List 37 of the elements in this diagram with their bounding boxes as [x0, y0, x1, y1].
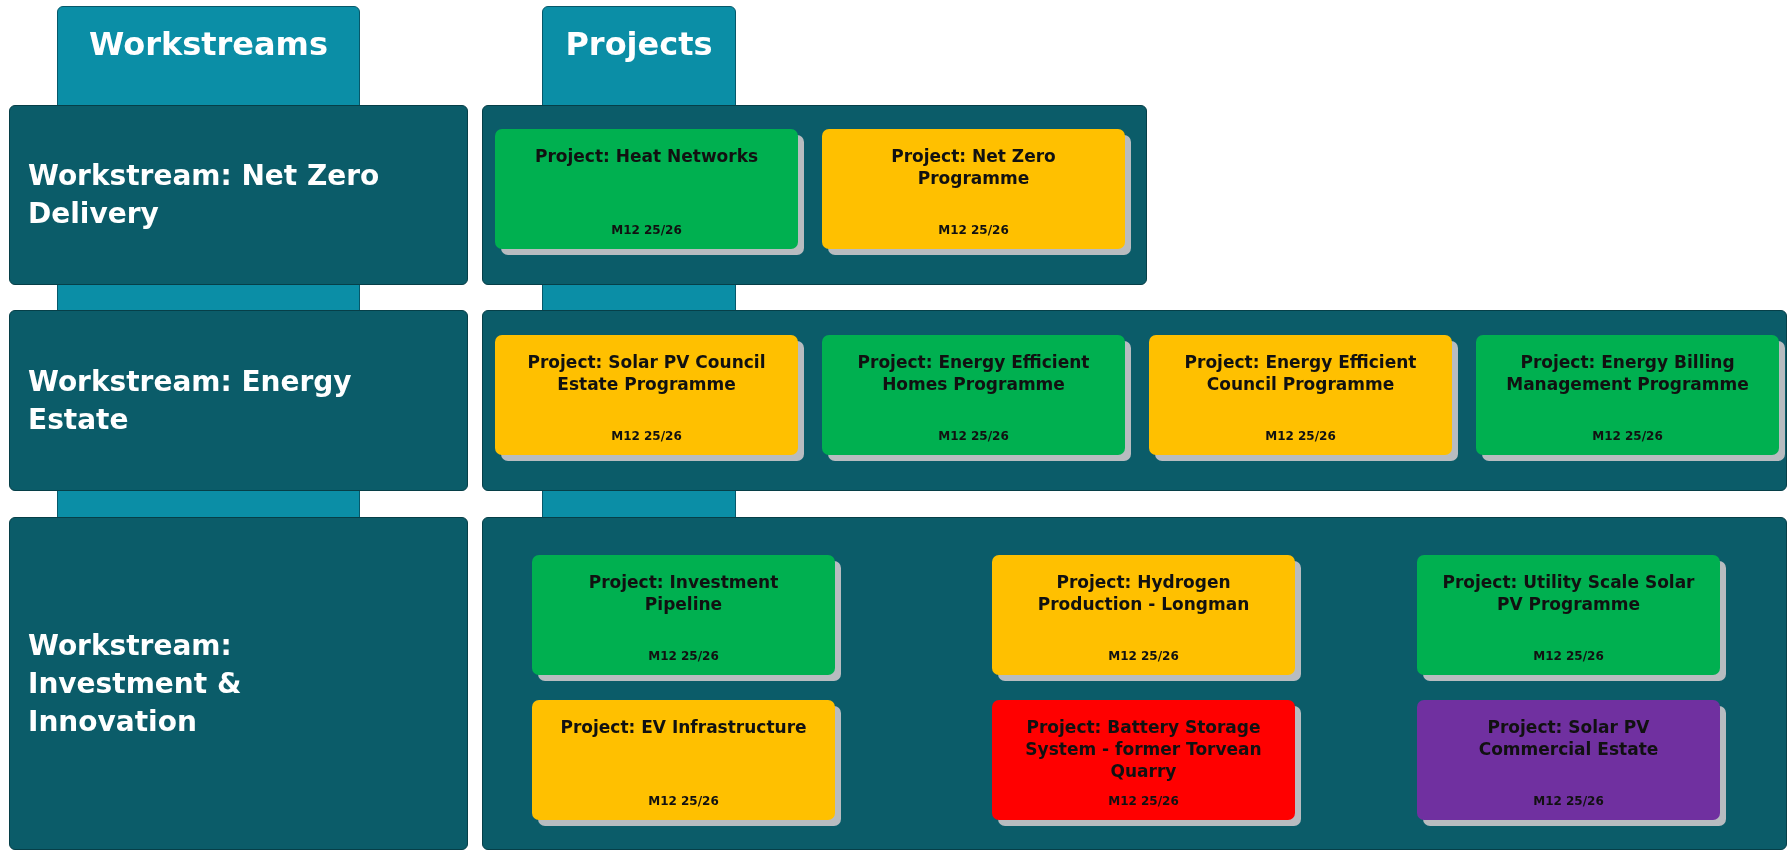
project-title: Project: Battery Storage System - former Torvean Quarry — [1024, 716, 1263, 782]
workstream-panel — [9, 105, 468, 285]
projects-panel — [482, 517, 1787, 850]
project-title: Project: Net Zero Programme — [890, 145, 1057, 189]
reporting-period: M12 25/26 — [648, 649, 719, 663]
project-title: Project: Energy Efficient Council Programme — [1183, 351, 1418, 395]
project-title: Project: EV Infrastructure — [560, 716, 807, 738]
column-header-tab — [542, 6, 736, 106]
reporting-period: M12 25/26 — [938, 223, 1009, 237]
reporting-period: M12 25/26 — [1592, 429, 1663, 443]
reporting-period: M12 25/26 — [1533, 649, 1604, 663]
projects-panel — [482, 310, 1787, 491]
project-title: Project: Solar PV Commercial Estate — [1477, 716, 1660, 760]
workstream-title: Workstream: Net Zero Delivery — [28, 158, 381, 232]
column-header: Workstreams — [89, 25, 328, 65]
workstream-panel — [9, 310, 468, 491]
project-title: Project: Hydrogen Production - Longman — [1036, 571, 1251, 615]
reporting-period: M12 25/26 — [1108, 794, 1179, 808]
reporting-period: M12 25/26 — [1108, 649, 1179, 663]
column-header: Projects — [565, 25, 713, 65]
project-title: Project: Energy Billing Management Programme — [1505, 351, 1750, 395]
project-title: Project: Heat Networks — [534, 145, 759, 167]
workstream-panel — [9, 517, 468, 850]
reporting-period: M12 25/26 — [938, 429, 1009, 443]
workstream-title: Workstream: Energy Estate — [28, 363, 353, 438]
project-title: Project: Solar PV Council Estate Programme — [526, 351, 767, 395]
project-title: Project: Utility Scale Solar PV Programme — [1441, 571, 1696, 615]
reporting-period: M12 25/26 — [648, 794, 719, 808]
reporting-period: M12 25/26 — [611, 223, 682, 237]
column-header-tab — [57, 6, 360, 106]
project-title: Project: Investment Pipeline — [587, 571, 780, 615]
workstream-title: Workstream: Investment & Innovation — [28, 627, 243, 740]
reporting-period: M12 25/26 — [1265, 429, 1336, 443]
project-title: Project: Energy Efficient Homes Programme — [856, 351, 1091, 395]
projects-panel — [482, 105, 1147, 285]
reporting-period: M12 25/26 — [1533, 794, 1604, 808]
reporting-period: M12 25/26 — [611, 429, 682, 443]
